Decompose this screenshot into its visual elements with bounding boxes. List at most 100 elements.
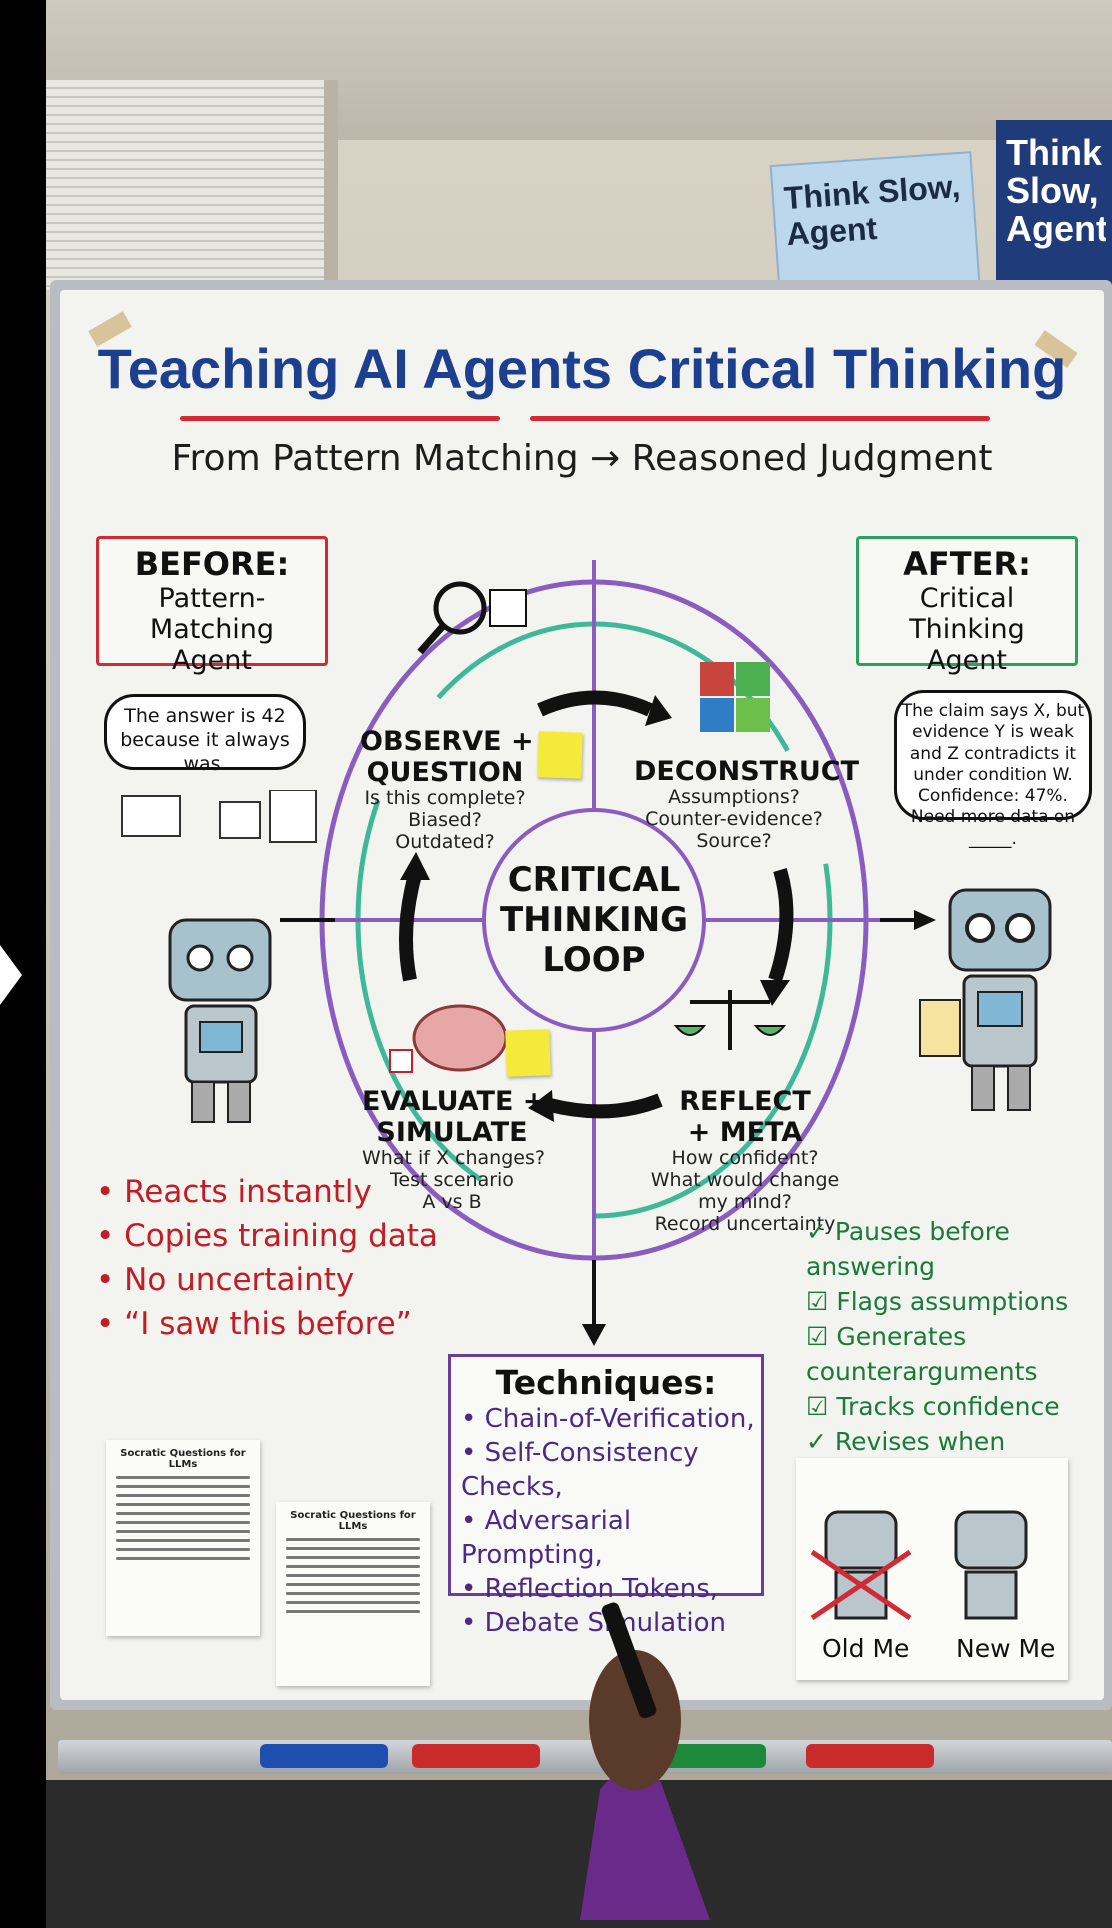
marker-tray xyxy=(58,1740,1112,1774)
step-deconstruct-sub-3: Source? xyxy=(696,829,772,852)
arrow-top-head xyxy=(645,695,672,726)
old-me-label: Old Me xyxy=(822,1634,910,1663)
step-deconstruct-sub-1: Assumptions? xyxy=(668,786,800,808)
step-observe-title-1: OBSERVE + xyxy=(360,726,534,757)
down-arrow-head xyxy=(582,1324,606,1346)
techniques-heading: Techniques: xyxy=(495,1363,717,1402)
step-evaluate-sub-1: What if X changes? xyxy=(362,1147,545,1169)
step-observe-sub-3: Outdated? xyxy=(395,830,495,853)
before-heading: BEFORE: xyxy=(134,545,290,583)
poster-right-text: Think Slow, Agent xyxy=(1006,134,1106,249)
step-deconstruct: DECONSTRUCT Assumptions? Counter-evidenc… xyxy=(634,756,860,853)
after-trait-4: ☑ Tracks confidence xyxy=(806,1392,1060,1421)
robot-after-icon xyxy=(919,888,1052,1111)
sticky-note-top xyxy=(537,731,583,779)
red-marker-1[interactable] xyxy=(412,1744,540,1768)
before-traits-list: • Reacts instantly • Copies training dat… xyxy=(96,1170,438,1346)
after-trait-3: ☑ Generates counterarguments xyxy=(806,1322,1038,1386)
arrow-top xyxy=(537,690,653,717)
whiteboard: Teaching AI Agents Critical Thinking Fro… xyxy=(60,290,1104,1700)
after-box: AFTER: Critical Thinking Agent xyxy=(856,536,1078,676)
step-reflect-sub-1: How confident? xyxy=(671,1147,819,1169)
title-underline-right xyxy=(530,416,990,421)
loop-center-line1: CRITICAL xyxy=(507,860,681,900)
blue-marker[interactable] xyxy=(260,1744,388,1768)
technique-4: • Reflection Tokens, xyxy=(461,1574,719,1604)
step-evaluate-title-1: EVALUATE + xyxy=(362,1086,546,1117)
before-trait-2: • Copies training data xyxy=(96,1218,438,1254)
before-trait-3: • No uncertainty xyxy=(96,1262,355,1298)
before-line2: Agent xyxy=(172,645,252,676)
checkbox-x-icon xyxy=(389,1049,413,1073)
step-reflect-title-2: + META xyxy=(687,1117,803,1148)
board-subtitle: From Pattern Matching → Reasoned Judgmen… xyxy=(171,438,993,479)
poster-right: Think Slow, Agent xyxy=(996,120,1112,290)
after-traits-list: ✓ Pauses before answering ☑ Flags assump… xyxy=(806,1214,1104,1494)
step-observe-sub-1: Is this complete? xyxy=(364,787,526,809)
center-circle xyxy=(482,808,706,1032)
before-box: BEFORE: Pattern-Matching Agent xyxy=(96,536,328,676)
arrow-bottom xyxy=(548,1093,663,1119)
techniques-box: Techniques: • Chain-of-Verification, • S… xyxy=(448,1354,764,1638)
poster-left-text: Think Slow, Agent xyxy=(782,168,962,253)
technique-3: • Adversarial Prompting, xyxy=(461,1506,632,1570)
right-arrow-head xyxy=(914,910,936,930)
step-reflect-sub-4: Record uncertainty xyxy=(654,1212,836,1235)
after-line1: Critical Thinking xyxy=(909,583,1025,645)
puzzle-icon xyxy=(700,662,734,696)
technique-2: • Self-Consistency Checks, xyxy=(461,1438,699,1502)
brain-icon xyxy=(412,1004,508,1072)
step-observe-sub-2: Biased? xyxy=(408,808,482,831)
old-new-card: Old Me New Me xyxy=(796,1458,1068,1680)
robot-before-icon xyxy=(121,790,317,1123)
arrow-bottom-head xyxy=(528,1090,554,1122)
window-blinds xyxy=(46,80,338,290)
pinned-paper-right-title: Socratic Questions for LLMs xyxy=(290,1510,416,1532)
step-evaluate-sub-3: A vs B xyxy=(422,1190,482,1213)
loop-center-line3: LOOP xyxy=(542,940,646,980)
loop-center-label: CRITICAL THINKING LOOP xyxy=(484,860,704,980)
pinned-paper-left: Socratic Questions for LLMs xyxy=(106,1440,260,1636)
after-trait-1: ✓ Pauses before answering xyxy=(806,1217,1010,1281)
step-evaluate: EVALUATE + SIMULATE What if X changes? T… xyxy=(362,1086,546,1214)
floor xyxy=(46,1780,1112,1928)
sticky-note-bottom xyxy=(505,1029,551,1077)
after-trait-2: ☑ Flags assumptions xyxy=(806,1287,1069,1316)
before-trait-4: • “I saw this before” xyxy=(96,1306,412,1342)
pinned-paper-left-title: Socratic Questions for LLMs xyxy=(120,1448,246,1470)
red-marker-2[interactable] xyxy=(806,1744,934,1768)
pinned-paper-right: Socratic Questions for LLMs xyxy=(276,1502,430,1686)
old-new-robots-icon xyxy=(810,1510,1028,1621)
step-deconstruct-title: DECONSTRUCT xyxy=(634,756,860,787)
title-underline-left xyxy=(180,416,500,421)
before-trait-1: • Reacts instantly xyxy=(96,1174,372,1210)
arrow-left-head xyxy=(400,852,430,880)
step-observe-title-2: QUESTION xyxy=(366,757,524,788)
arrow-right xyxy=(768,867,794,983)
magnifier-icon xyxy=(433,581,487,635)
step-reflect-sub-2: What would change xyxy=(650,1168,840,1191)
technique-1: • Chain-of-Verification, xyxy=(461,1404,755,1434)
arrow-right-head xyxy=(760,980,790,1006)
step-deconstruct-sub-2: Counter-evidence? xyxy=(645,807,823,830)
after-line2: Agent xyxy=(927,645,1007,676)
new-me-label: New Me xyxy=(956,1634,1056,1663)
loop-center-line2: THINKING xyxy=(499,900,689,940)
side-arrow-icon xyxy=(0,945,22,1005)
technique-5: • Debate Simulation xyxy=(461,1608,727,1638)
step-observe: OBSERVE + QUESTION Is this complete? Bia… xyxy=(360,726,534,854)
step-reflect-title-1: REFLECT xyxy=(679,1086,811,1117)
after-heading: AFTER: xyxy=(903,545,1031,583)
arrow-left xyxy=(399,873,422,982)
step-evaluate-sub-2: Test scenario xyxy=(390,1168,514,1191)
hand-holding-marker xyxy=(580,1602,710,1920)
before-speech-bubble: The answer is 42 because it always was. xyxy=(104,694,306,775)
after-speech-bubble: The claim says X, but evidence Y is weak… xyxy=(894,690,1092,849)
step-evaluate-title-2: SIMULATE xyxy=(376,1117,528,1148)
step-reflect-sub-3: my mind? xyxy=(698,1190,792,1213)
poster-left: Think Slow, Agent xyxy=(769,151,981,297)
board-title: Teaching AI Agents Critical Thinking xyxy=(97,337,1067,400)
step-reflect: REFLECT + META How confident? What would… xyxy=(650,1086,840,1235)
critical-thinking-loop-diagram xyxy=(280,560,936,1346)
before-line1: Pattern-Matching xyxy=(149,583,275,645)
